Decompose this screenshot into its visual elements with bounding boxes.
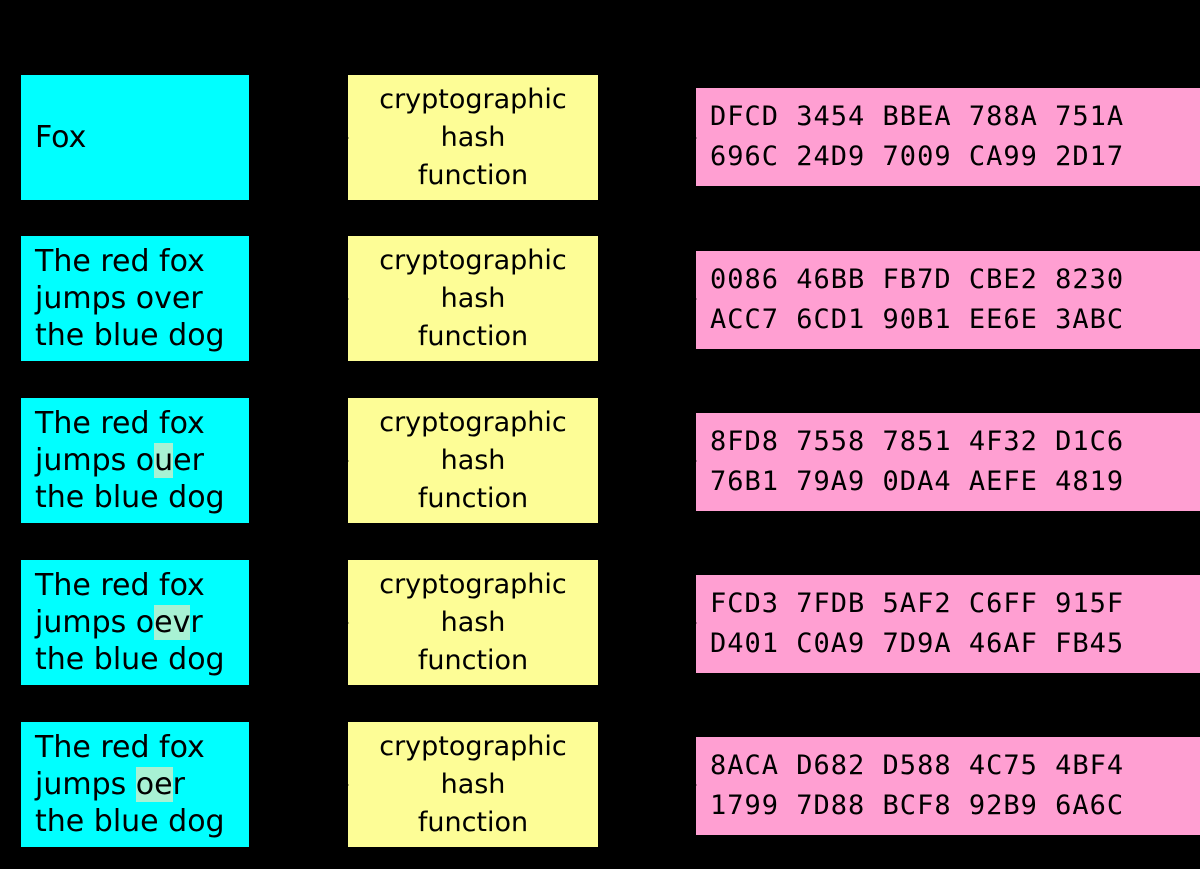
- input-text-segment: r: [190, 605, 203, 640]
- hash-function-label-line2: hash: [440, 444, 506, 476]
- arrow-input-to-function-4: [249, 618, 349, 627]
- hash-function-label-line1: cryptographic: [379, 83, 567, 115]
- input-text-segment: jumps over: [35, 281, 203, 316]
- hash-digest-line: D401 C0A9 7D9A 46AF FB45: [710, 628, 1125, 659]
- input-text-line: the blue dog: [35, 317, 225, 354]
- input-message-box-1: Fox: [21, 75, 249, 200]
- input-text-line: the blue dog: [35, 803, 225, 840]
- hash-function-box-4: cryptographic hash function: [348, 560, 598, 685]
- hash-function-label-line3: function: [417, 482, 529, 514]
- input-text-segment: The red fox: [35, 406, 205, 441]
- arrow-function-to-hash-3: [598, 456, 697, 465]
- input-text-segment: the blue dog: [35, 642, 225, 677]
- hash-digest-line: 696C 24D9 7009 CA99 2D17: [710, 141, 1125, 172]
- input-text-line: the blue dog: [35, 479, 225, 516]
- arrow-function-to-hash-1: [598, 133, 697, 142]
- hash-function-label-line2: hash: [440, 768, 506, 800]
- input-text-segment: Fox: [35, 120, 87, 155]
- hash-function-label-line2: hash: [440, 121, 506, 153]
- arrow-input-to-function-1: [249, 133, 349, 142]
- hash-digest-line: 0086 46BB FB7D CBE2 8230: [710, 264, 1125, 295]
- hash-digest-line: FCD3 7FDB 5AF2 C6FF 915F: [710, 588, 1125, 619]
- arrow-function-to-hash-2: [598, 294, 697, 303]
- arrow-input-to-function-3: [249, 456, 349, 465]
- hash-function-label-line1: cryptographic: [379, 568, 567, 600]
- hash-digest-box-1: DFCD 3454 BBEA 788A 751A 696C 24D9 7009 C…: [696, 88, 1200, 186]
- input-text-segment: jumps o: [35, 605, 155, 640]
- hash-digest-line: 1799 7D88 BCF8 92B9 6A6C: [710, 790, 1125, 821]
- hash-function-label-line1: cryptographic: [379, 730, 567, 762]
- arrow-input-to-function-2: [249, 294, 349, 303]
- arrow-function-to-hash-5: [598, 780, 697, 789]
- hash-digest-line: 76B1 79A9 0DA4 AEFE 4819: [710, 466, 1125, 497]
- input-text-line: jumps ouer: [35, 442, 204, 479]
- hash-function-label-line3: function: [417, 159, 529, 191]
- input-text-segment: jumps o: [35, 443, 155, 478]
- input-text-line: the blue dog: [35, 641, 225, 678]
- input-text-segment: The red fox: [35, 730, 205, 765]
- hash-function-box-2: cryptographic hash function: [348, 236, 598, 361]
- changed-character-highlight: oe: [135, 767, 173, 802]
- input-text-line: jumps oevr: [35, 604, 203, 641]
- hash-function-box-3: cryptographic hash function: [348, 398, 598, 523]
- input-text-segment: the blue dog: [35, 318, 225, 353]
- hash-function-label-line3: function: [417, 806, 529, 838]
- hash-function-box-1: cryptographic hash function: [348, 75, 598, 200]
- hash-digest-line: ACC7 6CD1 90B1 EE6E 3ABC: [710, 304, 1125, 335]
- input-text-line: The red fox: [35, 567, 205, 604]
- hash-function-label-line2: hash: [440, 282, 506, 314]
- hash-digest-line: DFCD 3454 BBEA 788A 751A: [710, 101, 1125, 132]
- input-text-segment: r: [172, 767, 185, 802]
- changed-character-highlight: u: [154, 443, 174, 478]
- hash-function-label-line3: function: [417, 644, 529, 676]
- input-text-segment: er: [173, 443, 204, 478]
- input-text-line: The red fox: [35, 243, 205, 280]
- input-text-line: jumps oer: [35, 766, 185, 803]
- hash-digest-box-4: FCD3 7FDB 5AF2 C6FF 915F D401 C0A9 7D9A 4…: [696, 575, 1200, 673]
- hash-function-label-line1: cryptographic: [379, 406, 567, 438]
- input-text-segment: jumps: [35, 767, 136, 802]
- input-text-segment: The red fox: [35, 244, 205, 279]
- hash-digest-line: 8ACA D682 D588 4C75 4BF4: [710, 750, 1125, 781]
- input-text-line: jumps over: [35, 280, 203, 317]
- hash-function-label-line3: function: [417, 320, 529, 352]
- hash-digest-line: 8FD8 7558 7851 4F32 D1C6: [710, 426, 1125, 457]
- changed-character-highlight: ev: [154, 605, 191, 640]
- hash-function-box-5: cryptographic hash function: [348, 722, 598, 847]
- input-text-line: The red fox: [35, 405, 205, 442]
- input-text-segment: the blue dog: [35, 480, 225, 515]
- hash-function-label-line2: hash: [440, 606, 506, 638]
- arrow-function-to-hash-4: [598, 618, 697, 627]
- arrow-input-to-function-5: [249, 780, 349, 789]
- hash-digest-box-5: 8ACA D682 D588 4C75 4BF4 1799 7D88 BCF8 9…: [696, 737, 1200, 835]
- input-text-line: Fox: [35, 119, 86, 156]
- hash-function-label-line1: cryptographic: [379, 244, 567, 276]
- input-text-line: The red fox: [35, 729, 205, 766]
- input-text-segment: the blue dog: [35, 804, 225, 839]
- input-text-segment: The red fox: [35, 568, 205, 603]
- hash-digest-box-3: 8FD8 7558 7851 4F32 D1C6 76B1 79A9 0DA4 A…: [696, 413, 1200, 511]
